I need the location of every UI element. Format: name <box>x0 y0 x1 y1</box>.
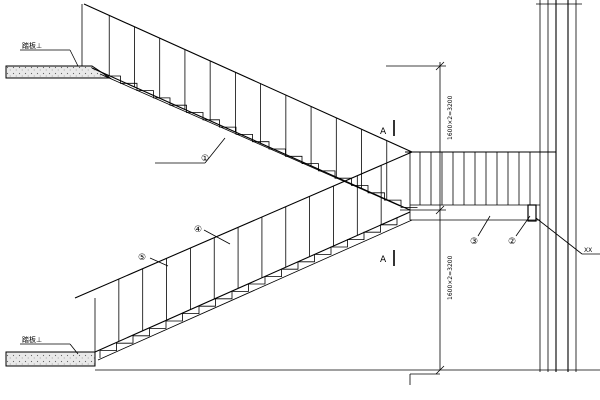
section-mark-top: A <box>380 120 395 137</box>
lower-flight <box>74 151 413 361</box>
right-wall <box>536 0 582 372</box>
callout-lower-flight-b: ⑤ <box>138 253 146 263</box>
section-mark-bottom: A <box>380 250 395 266</box>
floor-top-label: 踏板⊥ <box>22 41 42 50</box>
dimension-lower-text: 1600×2=3200 <box>447 255 454 300</box>
upper-flight <box>83 3 418 211</box>
callout-lower-flight-a: ④ <box>194 225 202 235</box>
top-floor-slab <box>5 4 112 79</box>
callout-landing-b: ② <box>508 237 516 247</box>
callouts: 踏板⊥ 踏板⊥ ① ④ ⑤ ③ ② XX <box>20 41 600 355</box>
callout-upper-flight: ① <box>201 154 209 164</box>
svg-text:A: A <box>380 127 387 137</box>
dimension-lines: 1600×2=3200 1600×2=3200 <box>386 61 454 385</box>
svg-text:A: A <box>380 255 387 265</box>
callout-landing-a: ③ <box>470 237 478 247</box>
bottom-floor-slab <box>5 351 96 367</box>
dimension-upper-text: 1600×2=3200 <box>447 95 454 140</box>
callout-right: XX <box>584 247 592 254</box>
landing <box>405 151 556 222</box>
floor-bottom-label: 踏板⊥ <box>22 335 42 344</box>
